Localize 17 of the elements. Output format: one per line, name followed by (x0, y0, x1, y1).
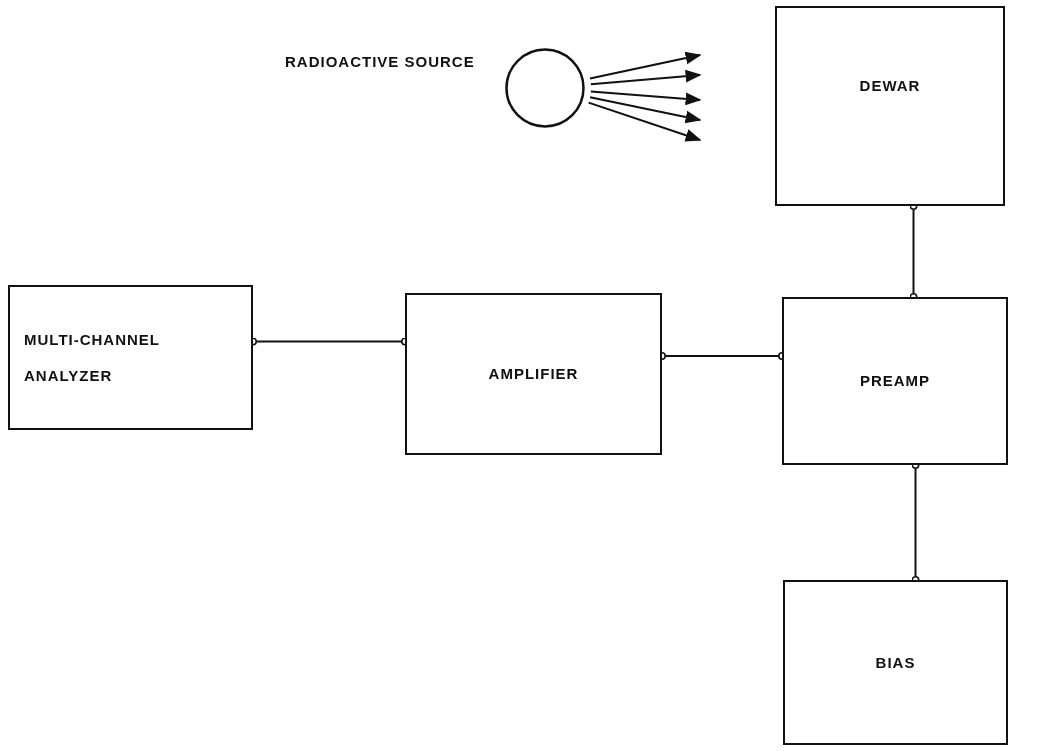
arrow (589, 51, 702, 80)
block-box (775, 6, 1005, 206)
arrow (589, 96, 702, 124)
arrow (587, 101, 702, 142)
source-circle (505, 48, 585, 128)
block-label: MULTI-CHANNEL ANALYZER (24, 329, 161, 386)
block-box (782, 297, 1008, 465)
block-label: AMPLIFIER (488, 364, 579, 384)
block-label: DEWAR (859, 76, 921, 96)
block-label: BIAS (875, 652, 916, 673)
block-box (783, 580, 1008, 745)
arrow (589, 69, 702, 86)
node-caption: RADIOACTIVE SOURCE (285, 52, 476, 72)
arrow (589, 90, 702, 106)
block-box (8, 285, 253, 430)
block-label: PREAMP (859, 371, 931, 391)
block-box (405, 293, 662, 455)
